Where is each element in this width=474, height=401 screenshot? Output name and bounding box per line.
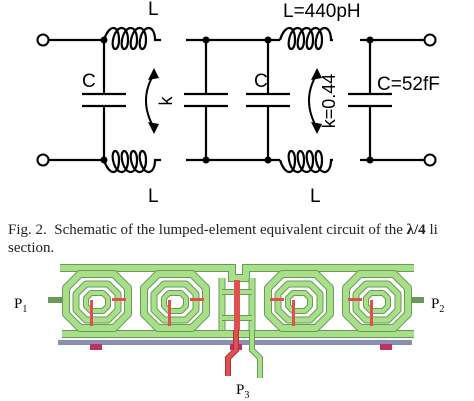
terminals <box>36 33 437 167</box>
coupling-arrow-left <box>145 73 155 129</box>
chip-layout <box>48 264 424 378</box>
label-C-1: C <box>82 71 96 92</box>
inductor-bottom-left <box>102 149 161 174</box>
inductor-bottom-right <box>278 149 333 174</box>
label-L-bottom-right: L <box>310 186 321 207</box>
label-L-bottom-left: L <box>148 186 159 207</box>
junction-dots <box>100 36 374 164</box>
via-1 <box>90 344 102 350</box>
port-p2-label: P2 <box>431 296 444 315</box>
caption-text: Schematic of the lumped-element equivale… <box>54 222 403 238</box>
via-3 <box>380 344 392 350</box>
label-C-4: C=52fF <box>377 74 440 95</box>
capacitor-1 <box>82 40 126 160</box>
spiral-inductor-2 <box>140 270 210 332</box>
caption-lambda: λ/4 <box>406 222 426 238</box>
circuit-schematic <box>48 26 424 174</box>
spiral-inductor-1 <box>62 270 132 332</box>
coupling-arrowheads <box>148 68 322 134</box>
label-L-top-left: L <box>148 0 159 20</box>
caption-text-tail: li <box>429 222 438 238</box>
figure-caption: Fig. 2. Schematic of the lumped-element … <box>8 221 470 257</box>
capacitor-3 <box>246 40 290 160</box>
port-p3-label: P3 <box>236 382 249 401</box>
caption-line2: section. <box>8 240 55 256</box>
label-k-left: k <box>156 96 176 106</box>
caption-prefix: Fig. 2. <box>8 222 47 238</box>
underpass-bars <box>90 298 373 326</box>
label-k-right: k=0.44 <box>319 74 339 129</box>
capacitor-2 <box>184 40 228 160</box>
label-C-3: C <box>254 71 268 92</box>
inductor-top-right <box>278 26 333 51</box>
inductor-top-left <box>102 26 161 51</box>
label-L-top-right: L=440pH <box>283 1 361 22</box>
center-crossover <box>218 278 256 330</box>
coupling-arrow-right <box>308 73 318 129</box>
capacitor-4 <box>348 40 392 160</box>
port-p1-label: P1 <box>14 296 27 315</box>
